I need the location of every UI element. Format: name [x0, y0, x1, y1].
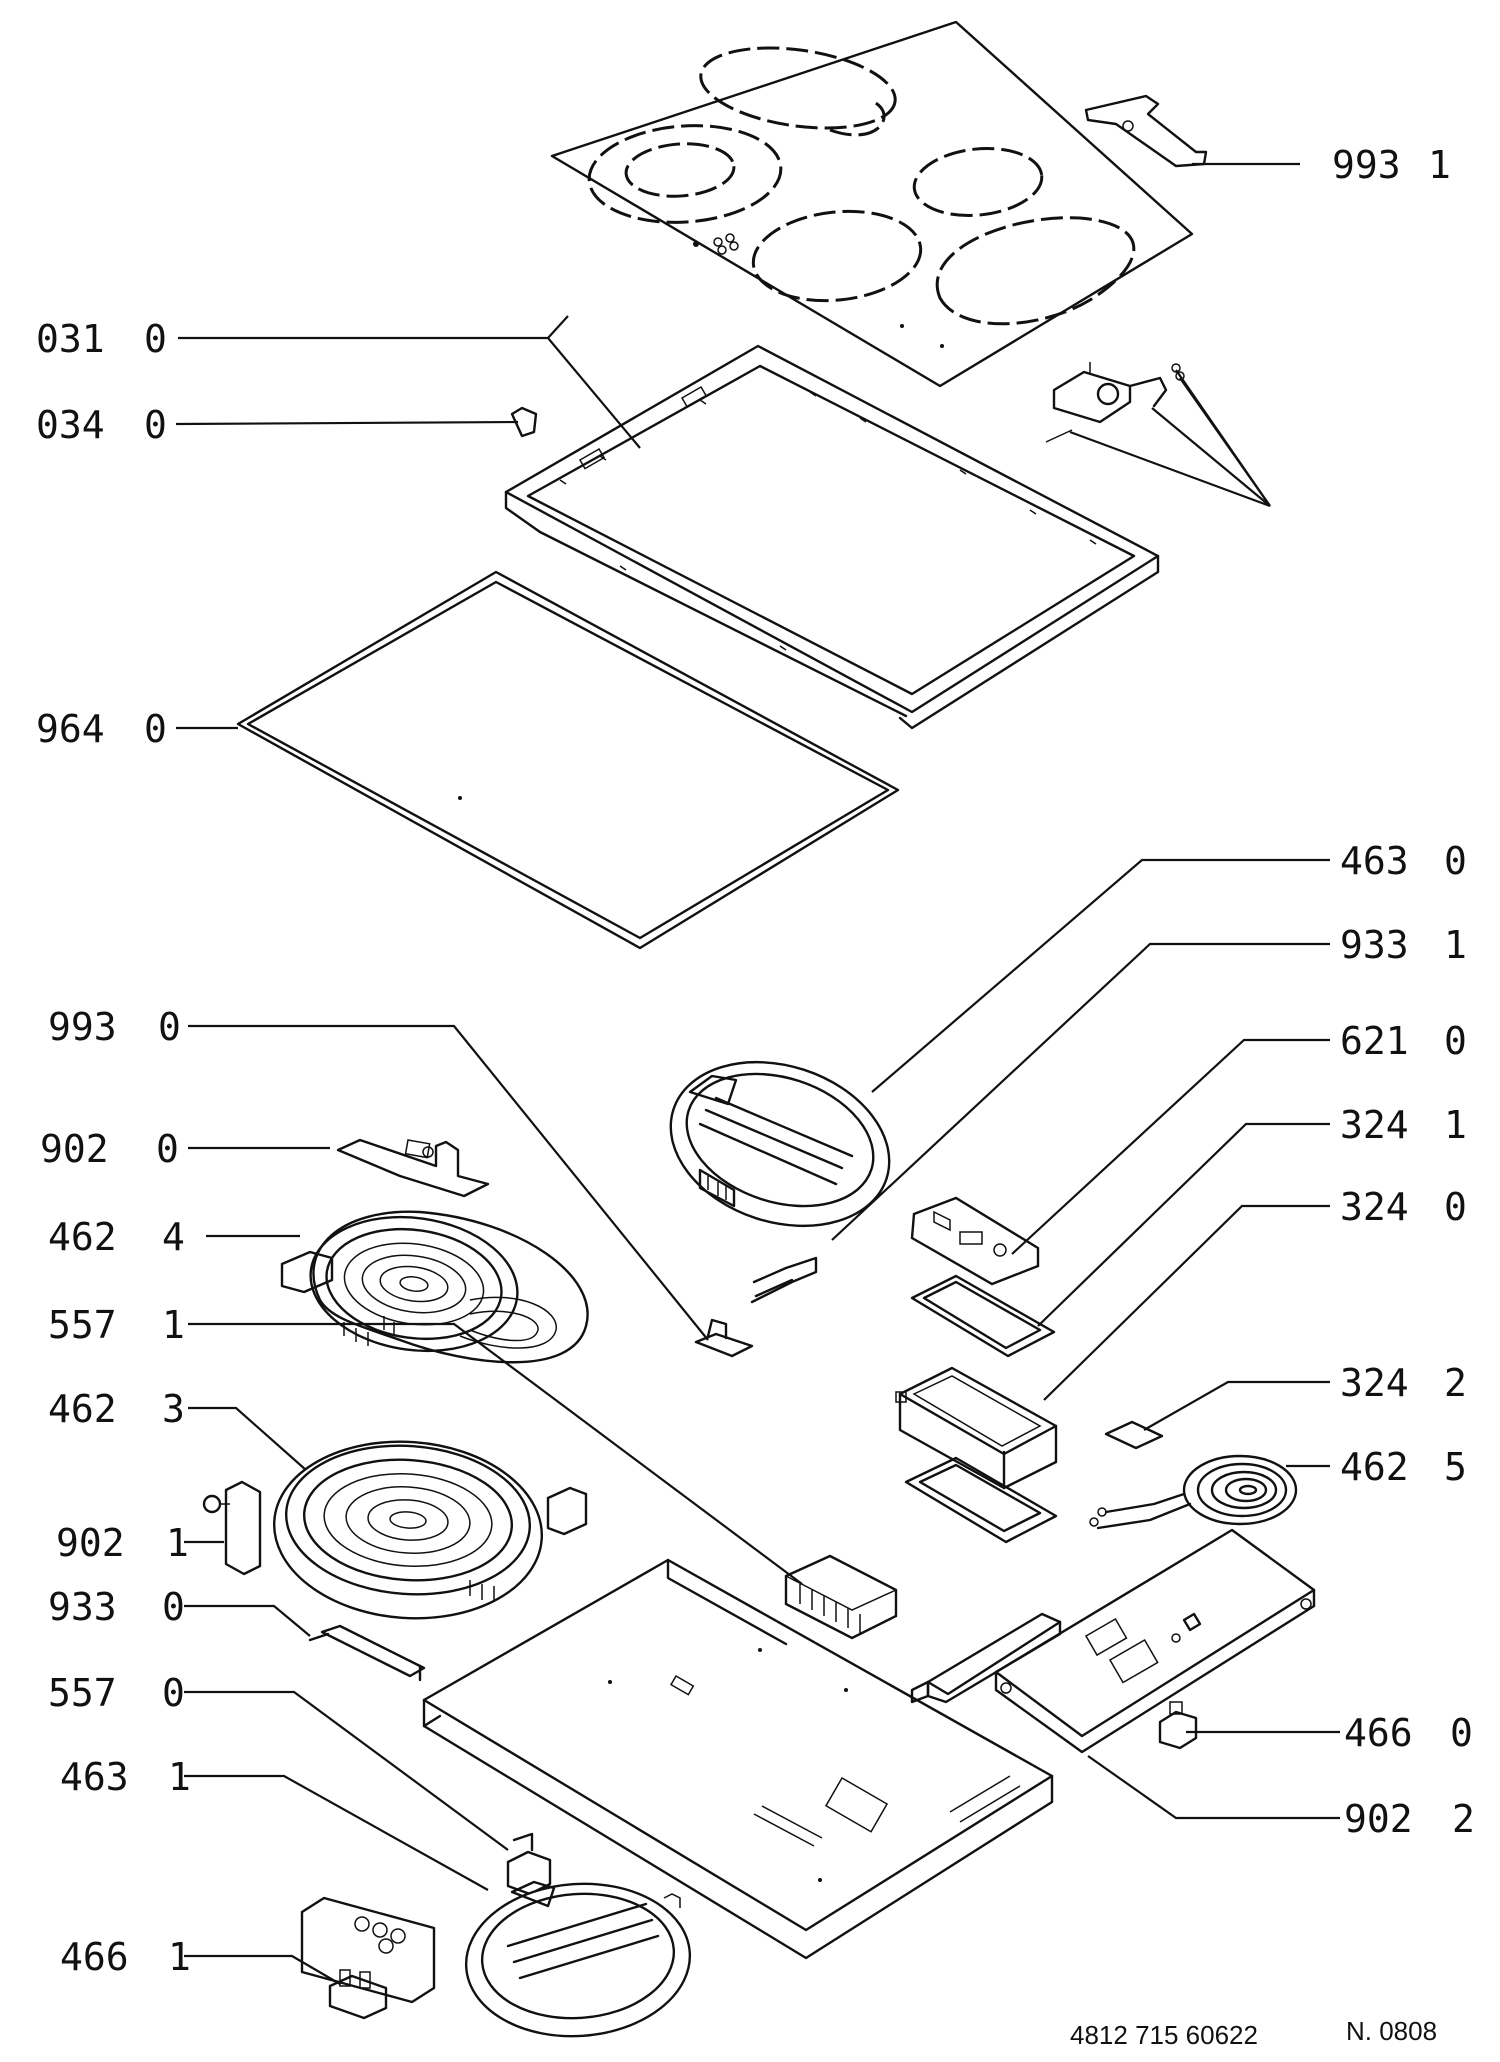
support-rail: [910, 1612, 1062, 1704]
callout-621-0-code: 621: [1340, 1019, 1409, 1063]
callout-462-5-variant: 5: [1444, 1445, 1467, 1489]
fixing-clamp-set: [1045, 362, 1185, 443]
control-module: [910, 1196, 1040, 1286]
callout-933-1-code: 933: [1340, 923, 1409, 967]
callout-557-1-variant: 1: [162, 1303, 185, 1347]
callout-964-0-variant: 0: [144, 707, 167, 751]
mounting-bracket-upper: [336, 1138, 490, 1198]
callout-463-1-code: 463: [60, 1755, 129, 1799]
callout-466-0-code: 466: [1344, 1711, 1413, 1755]
callout-031-0-variant: 0: [144, 317, 167, 361]
callout-902-1-variant: 1: [166, 1521, 189, 1565]
callout-902-0-variant: 0: [156, 1127, 179, 1171]
callout-933-0-variant: 0: [162, 1585, 185, 1629]
sheet-number: N. 0808: [1346, 2016, 1437, 2046]
callout-462-4-code: 462: [48, 1215, 117, 1259]
insulating-plate: [1104, 1420, 1164, 1450]
callout-902-0-code: 902: [40, 1127, 109, 1171]
callout-466-1-code: 466: [60, 1935, 129, 1979]
bottom-tray: [422, 1558, 1054, 1960]
callout-933-1-variant: 1: [1444, 923, 1467, 967]
callout-034-0-variant: 0: [144, 403, 167, 447]
callout-462-4-variant: 4: [162, 1215, 185, 1259]
control-board-carrier: [994, 1528, 1316, 1754]
callout-324-1-code: 324: [1340, 1103, 1409, 1147]
callout-993-0-code: 993: [48, 1005, 117, 1049]
part-number: 4812 715 60622: [1070, 2020, 1258, 2050]
callout-993-1-code: 993: [1332, 143, 1401, 187]
callout-034-0-code: 034: [36, 403, 105, 447]
callout-labels: 993 1 031 0 034 0 964 0 463 0 933 1 993 …: [36, 143, 1475, 1979]
heating-element-round-dual: [272, 1440, 588, 1620]
callout-964-0-code: 964: [36, 707, 105, 751]
callout-557-0-code: 557: [48, 1671, 117, 1715]
sealing-gasket: [236, 570, 900, 950]
module-seal-upper: [910, 1274, 1056, 1358]
callout-324-0-variant: 0: [1444, 1185, 1467, 1229]
temperature-limiter: [308, 1624, 426, 1682]
callout-466-0-variant: 0: [1450, 1711, 1473, 1755]
callout-324-0-code: 324: [1340, 1185, 1409, 1229]
side-mounting-bracket: [202, 1480, 262, 1576]
callout-324-2-variant: 2: [1444, 1361, 1467, 1405]
hob-frame: [504, 344, 1160, 730]
frame-clip: [510, 406, 538, 438]
callout-031-0-code: 031: [36, 317, 105, 361]
callout-463-0-variant: 0: [1444, 839, 1467, 883]
callout-557-1-code: 557: [48, 1303, 117, 1347]
terminal-block: [784, 1554, 898, 1640]
callout-993-0-variant: 0: [158, 1005, 181, 1049]
leader-lines: [175, 162, 1340, 1985]
heating-element-oval-dual: [280, 1210, 589, 1364]
terminal-sensor: [506, 1832, 552, 1896]
callout-993-1-variant: 1: [1428, 143, 1451, 187]
terminal-connector-lower: [328, 1969, 388, 2020]
module-seal-lower: [904, 1456, 1058, 1544]
callout-462-3-code: 462: [48, 1387, 117, 1431]
callout-902-2-variant: 2: [1452, 1797, 1475, 1841]
callout-462-5-code: 462: [1340, 1445, 1409, 1489]
callout-463-0-code: 463: [1340, 839, 1409, 883]
connector-bracket: [300, 1896, 436, 2004]
fixing-bracket-top: [1084, 94, 1208, 168]
callout-324-1-variant: 1: [1444, 1103, 1467, 1147]
temperature-limiter-rod: [750, 1256, 818, 1304]
callout-463-1-variant: 1: [168, 1755, 191, 1799]
callout-933-0-code: 933: [48, 1585, 117, 1629]
callout-462-3-variant: 3: [162, 1387, 185, 1431]
ceramic-glass-top: [550, 20, 1194, 388]
drawing-footer: 4812 715 60622 N. 0808: [1070, 2016, 1437, 2050]
callout-902-1-code: 902: [56, 1521, 125, 1565]
terminal-connector-upper: [1158, 1701, 1198, 1750]
heating-coil-spiral: [1089, 1454, 1298, 1530]
callout-902-2-code: 902: [1344, 1797, 1413, 1841]
callout-324-2-code: 324: [1340, 1361, 1409, 1405]
radiant-heating-element-lower: [464, 1880, 692, 2038]
callout-466-1-variant: 1: [168, 1935, 191, 1979]
element-clip: [694, 1318, 754, 1358]
callout-557-0-variant: 0: [162, 1671, 185, 1715]
callout-621-0-variant: 0: [1444, 1019, 1467, 1063]
radiant-heating-element-round: [669, 1060, 891, 1228]
